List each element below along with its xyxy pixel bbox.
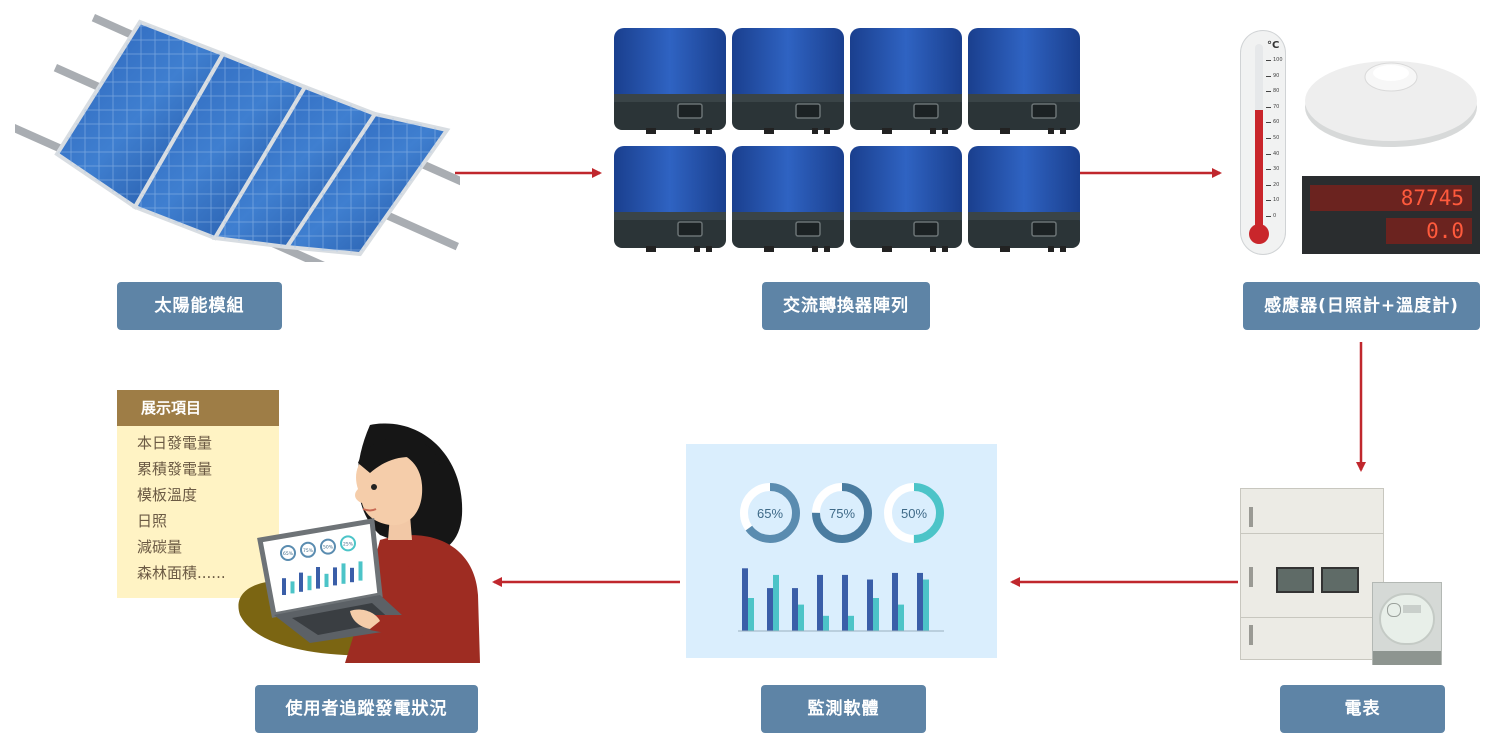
bar: [792, 588, 798, 631]
display-item: 模板溫度: [137, 486, 198, 504]
sensor-display-panel: 87745 0.0: [1302, 176, 1480, 254]
cabinet-window: [1321, 567, 1359, 593]
gauge-label: 65%: [757, 506, 783, 521]
laptop-bar: [324, 573, 329, 587]
label-inverter-array: 交流轉換器陣列: [762, 282, 930, 330]
laptop-gauge: [340, 535, 356, 552]
laptop-gauge-label: 65%: [283, 551, 294, 557]
laptop-bar: [333, 567, 337, 586]
user-laptop-illustration: 65% 75% 50% 25%: [238, 423, 480, 663]
bar: [917, 572, 923, 631]
thermometer-tick-label: 50: [1273, 135, 1280, 141]
laptop-bar: [358, 561, 363, 581]
bar: [767, 588, 773, 631]
bar: [898, 604, 904, 631]
irradiance-reading: 87745: [1310, 185, 1472, 211]
cabinet-handle: [1249, 625, 1253, 645]
thermometer-tick-label: 90: [1273, 72, 1280, 79]
gauge-arc: [884, 483, 944, 543]
display-items-title: 展示項目: [117, 390, 279, 426]
thermometer-tick-label: 20: [1273, 181, 1280, 188]
thermometer-tick-label: 40: [1273, 150, 1280, 157]
thermometer-unit: °C: [1267, 40, 1280, 51]
laptop-bar: [290, 581, 295, 594]
laptop-gauge: [300, 541, 316, 558]
laptop-bar: [282, 578, 286, 595]
laptop-bar: [307, 575, 312, 591]
monitoring-dashboard: [686, 444, 997, 658]
display-items-list: 本日發電量累積發電量模板溫度日照減碳量森林面積......: [117, 426, 279, 586]
laptop-bar: [316, 567, 320, 589]
bar: [873, 598, 879, 631]
inverter-array-illustration: [613, 28, 1081, 253]
bar: [848, 615, 854, 631]
thermometer-tick-label: 10: [1273, 197, 1280, 204]
bar: [823, 615, 829, 631]
label-sensors: 感應器(日照計+溫度計): [1243, 282, 1480, 330]
temperature-reading: 0.0: [1386, 218, 1472, 244]
thermometer-tick-label: 80: [1273, 88, 1280, 95]
thermometer-tick-label: 30: [1273, 166, 1280, 173]
thermometer-tick-label: 0: [1273, 213, 1277, 219]
thermometer-bulb: [1249, 224, 1269, 244]
gauge-arc: [812, 483, 872, 543]
label-electric-meter: 電表: [1280, 685, 1445, 733]
bar: [817, 574, 823, 631]
bar: [842, 574, 848, 631]
bar: [867, 579, 873, 631]
laptop-gauge-label: 75%: [303, 548, 314, 554]
label-monitoring-software: 監測軟體: [761, 685, 926, 733]
laptop-gauge-label: 50%: [323, 545, 334, 551]
thermometer-tick-label: 60: [1273, 119, 1280, 126]
display-items-panel: 展示項目 本日發電量累積發電量模板溫度日照減碳量森林面積......: [117, 390, 279, 598]
meter-cabinet: [1240, 488, 1384, 660]
laptop-bar: [350, 567, 354, 583]
bar: [748, 598, 754, 631]
electric-meter: [1372, 582, 1442, 665]
display-item: 累積發電量: [137, 460, 213, 478]
cabinet-handle: [1249, 507, 1253, 527]
thermometer-tick-label: 100: [1273, 57, 1283, 63]
display-item: 森林面積......: [137, 564, 226, 582]
laptop-gauge-label: 25%: [343, 541, 354, 547]
label-user-tracking: 使用者追蹤發電狀況: [255, 685, 478, 733]
bar: [798, 604, 804, 631]
bar: [892, 572, 898, 631]
laptop-gauge: [280, 545, 296, 561]
cabinet-window: [1276, 567, 1314, 593]
gauge-label: 50%: [901, 506, 927, 521]
pyranometer-illustration: [1305, 61, 1477, 147]
cabinet-handle: [1249, 567, 1253, 587]
solar-panel-illustration: [15, 14, 460, 262]
bar: [742, 568, 748, 631]
thermometer-tick-label: 70: [1273, 103, 1280, 110]
display-item: 減碳量: [137, 538, 183, 556]
display-item: 日照: [137, 512, 168, 530]
laptop-gauge: [320, 538, 336, 555]
dashboard-graphics: 65% 75% 50%: [738, 483, 944, 632]
laptop-bar: [341, 563, 346, 584]
gauge-arc: [740, 483, 800, 543]
display-item: 本日發電量: [137, 434, 213, 452]
bar: [773, 574, 779, 631]
gauge-label: 75%: [829, 506, 855, 521]
label-solar-module: 太陽能模組: [117, 282, 282, 330]
bar: [923, 579, 929, 631]
laptop-bar: [299, 572, 303, 592]
